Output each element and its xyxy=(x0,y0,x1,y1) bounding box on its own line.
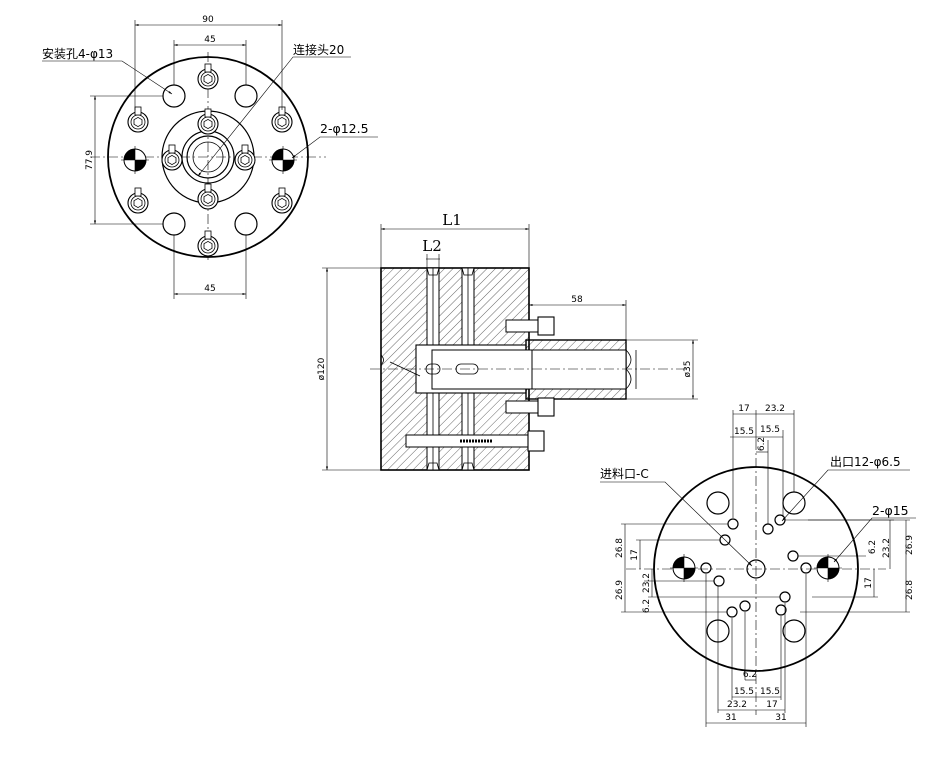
mount-hole xyxy=(234,84,258,108)
dim-bottom-31-left: 31 xyxy=(725,713,736,723)
outlet-hole xyxy=(739,600,751,612)
bolt-icon xyxy=(197,230,219,257)
quadrant-target-icon xyxy=(669,553,699,583)
dim-top-15-5-left: 15.5 xyxy=(734,427,754,437)
dim-top-6-2: 6.2 xyxy=(757,437,767,451)
dim-bottom-31-right: 31 xyxy=(775,713,786,723)
dim-bottom-23-2: 23.2 xyxy=(727,700,747,710)
outlet-hole xyxy=(787,550,799,562)
outlet-hole xyxy=(762,523,774,535)
dim-right-17: 17 xyxy=(864,577,874,588)
mount-hole xyxy=(162,84,186,108)
label-pin-holes-top: 2-φ12.5 xyxy=(320,121,369,136)
bolt-icon xyxy=(197,108,219,135)
bolt-icon xyxy=(234,144,256,171)
mount-hole xyxy=(162,212,186,236)
dim-top-17: 17 xyxy=(738,404,749,414)
dim-45-bottom: 45 xyxy=(204,284,215,294)
mount-hole xyxy=(234,212,258,236)
dim-right-23-2: 23.2 xyxy=(882,538,892,558)
dim-58: 58 xyxy=(571,295,583,305)
label-pin-holes-bottom: 2-φ15 xyxy=(872,503,909,518)
quadrant-target-icon xyxy=(813,553,843,583)
dim-phi120: ø120 xyxy=(317,357,327,380)
outlet-hole xyxy=(775,604,787,616)
dim-left-26-8: 26.8 xyxy=(615,538,625,558)
dim-left-26-9: 26.9 xyxy=(615,580,625,600)
outlet-hole xyxy=(779,591,791,603)
dim-bottom-15-5-left: 15.5 xyxy=(734,687,754,697)
label-outlet: 出口12-φ6.5 xyxy=(830,455,901,469)
bolt-icon xyxy=(271,106,293,133)
dim-bottom-17: 17 xyxy=(766,700,777,710)
dim-bottom-6-2: 6.2 xyxy=(743,670,757,680)
outlet-hole xyxy=(800,562,812,574)
dim-L2: L2 xyxy=(422,237,442,255)
bolt-icon xyxy=(271,187,293,214)
bolt-icon xyxy=(161,144,183,171)
dim-bottom-15-5-right: 15.5 xyxy=(760,687,780,697)
bottom-view: 进料口-C 出口12-φ6.5 2-φ15 17 23.2 15.5 15.5 … xyxy=(600,404,916,727)
mount-hole xyxy=(782,619,806,643)
outlet-hole xyxy=(726,606,738,618)
dim-right-26-8: 26.8 xyxy=(905,580,915,600)
inlet-hole xyxy=(746,559,766,579)
outlet-hole xyxy=(774,514,786,526)
dim-77-9: 77.9 xyxy=(85,150,95,170)
dim-phi35: ø35 xyxy=(683,361,693,378)
outlet-hole xyxy=(727,518,739,530)
label-connector: 连接头20 xyxy=(293,42,344,57)
top-view: 90 45 45 77.9 安装孔4-φ13 连接头20 2-φ12.5 xyxy=(42,15,378,299)
dim-right-6-2: 6.2 xyxy=(868,540,878,554)
dim-left-23-2: 23.2 xyxy=(642,573,652,593)
outlet-hole xyxy=(700,562,712,574)
bolt-icon xyxy=(197,63,219,90)
dim-top-15-5-right: 15.5 xyxy=(760,425,780,435)
dim-45-top: 45 xyxy=(204,35,215,45)
dim-right-26-9: 26.9 xyxy=(905,535,915,555)
bolt-icon xyxy=(197,183,219,210)
dim-top-23-2: 23.2 xyxy=(765,404,785,414)
dim-left-17: 17 xyxy=(630,549,640,560)
bolt-icon xyxy=(127,187,149,214)
mount-hole xyxy=(706,491,730,515)
quadrant-target-icon xyxy=(120,145,150,175)
dim-L1: L1 xyxy=(442,211,462,229)
outlet-hole xyxy=(713,575,725,587)
label-inlet: 进料口-C xyxy=(600,467,649,481)
bolt-icon xyxy=(127,106,149,133)
dim-90: 90 xyxy=(202,15,214,25)
mount-hole xyxy=(782,491,806,515)
quadrant-target-icon xyxy=(268,145,298,175)
label-mount-holes: 安装孔4-φ13 xyxy=(42,46,113,61)
dim-left-6-2: 6.2 xyxy=(642,599,652,613)
side-view: L1 L2 58 ø120 ø35 xyxy=(317,211,698,471)
